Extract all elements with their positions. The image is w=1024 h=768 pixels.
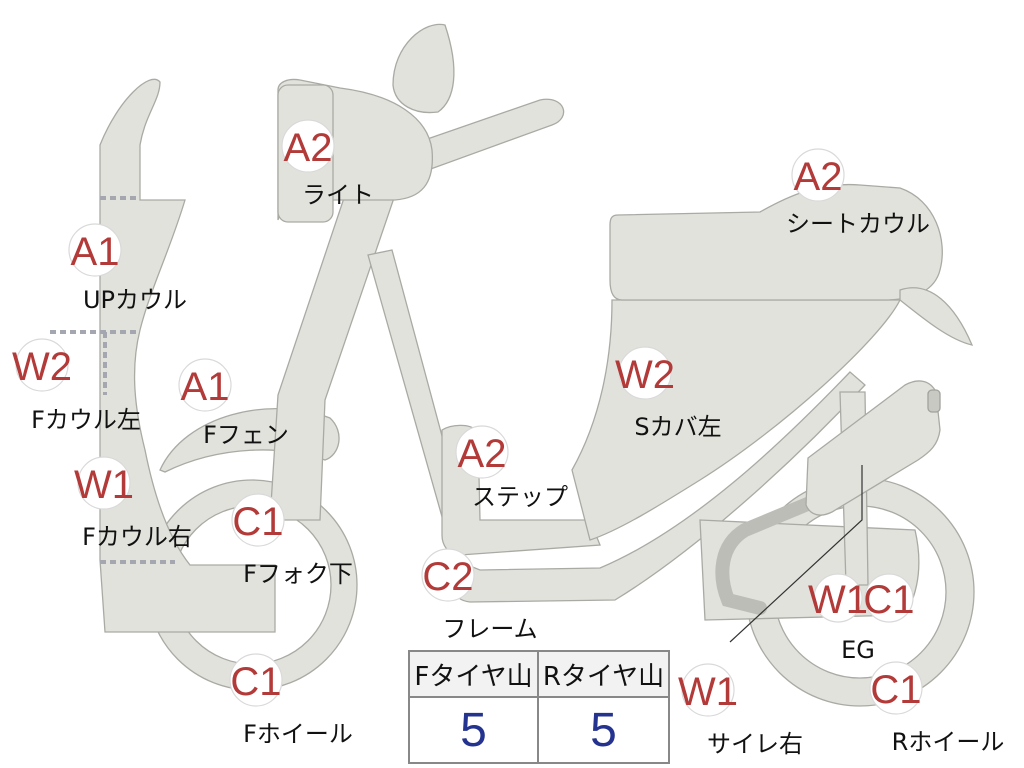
part-label: EG	[841, 636, 875, 664]
damage-code: C1	[230, 660, 281, 704]
damage-code: W1	[678, 670, 738, 714]
part-label: Rホイール	[892, 728, 1005, 756]
part-label: Fカウル左	[31, 406, 141, 434]
part-f-cowl-left: W2 Fカウル左	[12, 338, 141, 434]
part-light: A2 ライト	[281, 119, 374, 209]
part-label: サイレ右	[707, 730, 803, 758]
part-label: Fカウル右	[82, 523, 192, 551]
part-eg-w: W1	[808, 573, 868, 623]
damage-code: C2	[422, 555, 473, 599]
handlebar-shape	[408, 98, 565, 171]
part-label: Fフェン	[203, 421, 289, 449]
front-cowl-shape	[99, 78, 276, 633]
damage-code: C1	[232, 500, 283, 544]
front-tire-header: Fタイヤ山	[410, 652, 539, 698]
damage-code: C1	[863, 578, 914, 622]
part-label: Fホイール	[243, 720, 353, 748]
part-label: UPカウル	[83, 286, 187, 314]
seat-cowl-tail	[899, 287, 974, 346]
engine-pipe	[715, 491, 829, 615]
muffler-shape	[805, 380, 941, 516]
part-seat-cowl: A2 シートカウル	[786, 148, 930, 238]
damage-code: W2	[12, 345, 72, 389]
part-up-cowl: A1 UPカウル	[68, 223, 187, 314]
rear-tire-header: Rタイヤ山	[539, 652, 668, 698]
part-step: A2 ステップ	[455, 425, 568, 511]
muffler-tip	[927, 389, 941, 413]
part-label: フレーム	[442, 615, 537, 643]
mirror-shape	[392, 23, 455, 114]
rear-tire-value: 5	[590, 703, 617, 757]
part-f-cowl-right: W1 Fカウル右	[74, 456, 192, 551]
part-s-cover-left: W2 Sカバ左	[615, 346, 722, 441]
frame-rail-shape	[450, 371, 866, 603]
part-label: シートカウル	[786, 210, 930, 238]
tire-tread-table: Fタイヤ山 Rタイヤ山 5 5	[408, 650, 670, 764]
damage-code: A2	[284, 126, 333, 170]
part-f-fork-lower: C1 Fフォク下	[231, 493, 353, 588]
front-tire-value: 5	[410, 698, 539, 762]
part-muffler-right: W1 サイレ右	[678, 663, 803, 758]
part-f-wheel: C1 Fホイール	[229, 653, 353, 748]
eg-leader-line	[729, 465, 863, 643]
part-r-wheel: C1 Rホイール	[869, 661, 1005, 756]
damage-code: C1	[870, 668, 921, 712]
part-label: ステップ	[472, 483, 568, 511]
part-eg-c: C1 EG	[841, 573, 915, 664]
part-label: ライト	[302, 181, 374, 209]
damage-code: W1	[808, 578, 868, 622]
damage-code: W2	[615, 353, 675, 397]
damage-code: A2	[458, 432, 507, 476]
part-frame: C2 フレーム	[421, 548, 538, 643]
damage-code: W1	[74, 463, 134, 507]
part-label: Fフォク下	[243, 560, 353, 588]
damage-code: A1	[71, 230, 120, 274]
part-label: Sカバ左	[634, 413, 721, 441]
damage-code: A2	[794, 155, 843, 199]
damage-code: A1	[181, 365, 230, 409]
part-f-fender: A1 Fフェン	[178, 358, 289, 449]
